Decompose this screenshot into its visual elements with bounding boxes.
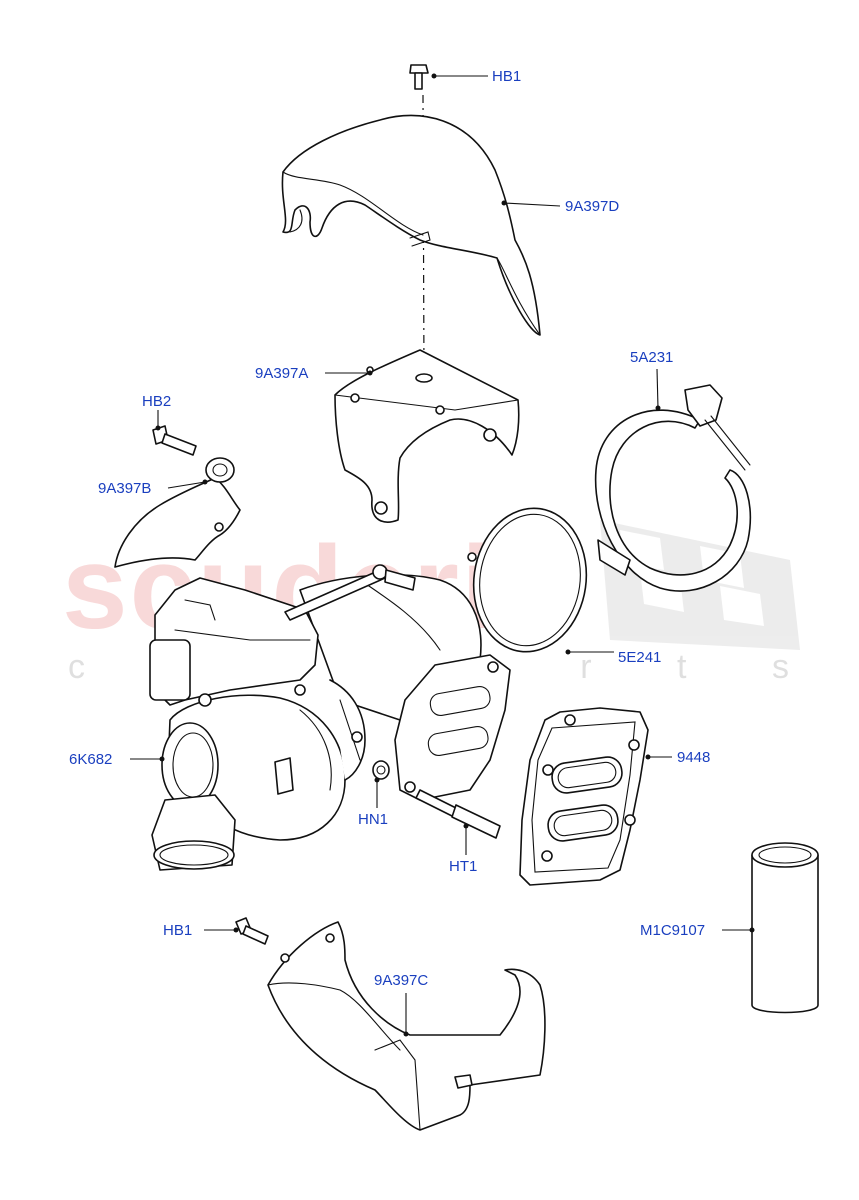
bolt-hb1-top bbox=[409, 64, 429, 90]
callout-9448[interactable]: 9448 bbox=[677, 749, 711, 766]
callout-hn1[interactable]: HN1 bbox=[358, 811, 389, 828]
callout-hb1-top[interactable]: HB1 bbox=[492, 68, 522, 85]
callout-5a231[interactable]: 5A231 bbox=[630, 349, 674, 366]
heat-shield-9a397d bbox=[281, 114, 541, 336]
callout-9a397b[interactable]: 9A397B bbox=[98, 480, 152, 497]
bolt-hb2 bbox=[152, 425, 197, 456]
callout-9a397a[interactable]: 9A397A bbox=[255, 365, 309, 382]
heat-shield-9a397b bbox=[114, 457, 241, 568]
sealant-can-m1c9107 bbox=[751, 842, 819, 1014]
bolt-hb1-bottom bbox=[235, 917, 269, 945]
heat-shield-9a397a bbox=[334, 349, 520, 523]
callout-6k682[interactable]: 6K682 bbox=[69, 751, 113, 768]
stud-ht1 bbox=[415, 789, 501, 839]
v-band-clamp-5a231 bbox=[594, 384, 752, 592]
callout-9a397c[interactable]: 9A397C bbox=[374, 972, 429, 989]
callout-5e241[interactable]: 5E241 bbox=[618, 649, 662, 666]
callout-hb1-bottom[interactable]: HB1 bbox=[163, 922, 193, 939]
heat-shield-9a397c bbox=[267, 921, 546, 1131]
gasket-ring-5e241 bbox=[467, 507, 588, 653]
nut-hn1 bbox=[372, 760, 390, 780]
leader-lines bbox=[130, 73, 755, 1037]
gasket-plate-9448 bbox=[519, 707, 649, 886]
turbine-outlet-flange bbox=[394, 654, 511, 801]
callout-hb2[interactable]: HB2 bbox=[142, 393, 172, 410]
callout-9a397d[interactable]: 9A397D bbox=[565, 198, 620, 215]
callout-m1c9107[interactable]: M1C9107 bbox=[640, 922, 706, 939]
callout-ht1[interactable]: HT1 bbox=[449, 858, 478, 875]
